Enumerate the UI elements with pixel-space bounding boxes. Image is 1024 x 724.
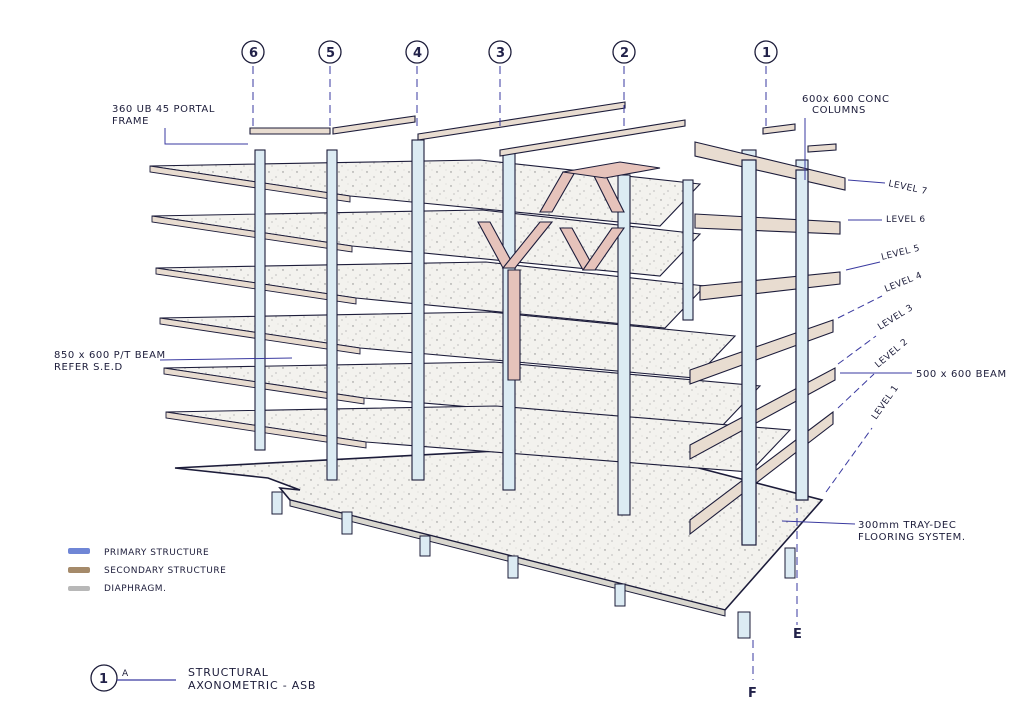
grid-number-4: 4 <box>413 46 422 61</box>
grid-bubble-5 <box>318 40 342 64</box>
level-label: LEVEL 3 <box>876 303 915 332</box>
annotation-beam-500-text: 500 x 600 BEAM <box>916 369 1007 380</box>
legend-label-secondary: SECONDARY STRUCTURE <box>104 566 226 576</box>
title-number: 1 <box>99 672 108 687</box>
grid-bubble-6 <box>241 40 265 64</box>
title-block: 1 A STRUCTURAL AXONOMETRIC - ASB <box>90 664 316 692</box>
column-grid-2 <box>617 174 631 516</box>
sub-column <box>614 583 626 607</box>
level-leader <box>837 295 883 319</box>
level-labels: LEVEL 7 LEVEL 6 LEVEL 5 LEVEL 4 LEVEL 3 LEVEL… <box>825 179 928 493</box>
annotation-portal-frame-line2: FRAME <box>112 116 149 127</box>
title-bubble <box>90 664 118 692</box>
slab-edge-beam <box>149 165 351 203</box>
level-label: LEVEL 1 <box>870 384 901 422</box>
annotation-pt-beam-line2: REFER S.E.D <box>54 362 123 373</box>
grid-bubbles: 6 5 4 3 2 1 <box>241 40 778 130</box>
annotation-portal-frame-line1: 360 UB 45 PORTAL <box>112 104 215 115</box>
sub-columns <box>271 491 796 639</box>
level-leader <box>825 427 873 493</box>
annotation-columns-line2: COLUMNS <box>812 105 866 116</box>
leader-pt-beam <box>159 357 293 361</box>
legend-swatch-primary <box>68 548 90 554</box>
annotation-columns: 600x 600 CONC COLUMNS <box>802 94 890 180</box>
portal-frame <box>249 101 837 157</box>
portal-beam <box>499 119 686 157</box>
edge-beam <box>694 213 841 235</box>
level-label: LEVEL 4 <box>883 271 924 295</box>
front-column-1 <box>741 159 757 546</box>
title-line2: AXONOMETRIC - ASB <box>188 679 316 692</box>
slab-edge-beam <box>151 215 353 253</box>
grid-number-5: 5 <box>326 46 335 61</box>
annotation-portal-frame: 360 UB 45 PORTAL FRAME <box>112 104 248 145</box>
level-leader <box>837 335 877 365</box>
grid-number-2: 2 <box>620 46 629 61</box>
bracing <box>477 161 661 381</box>
grid-bubble-3 <box>488 40 512 64</box>
annotation-tray-deck: 300mm TRAY-DEC FLOORING SYSTEM. <box>781 520 966 543</box>
column-grid-6 <box>254 149 266 451</box>
annotation-columns-line1: 600x 600 CONC <box>802 94 890 105</box>
edge-beam <box>699 271 841 301</box>
sub-column <box>784 547 796 579</box>
front-columns <box>741 159 809 546</box>
level-label: LEVEL 5 <box>880 244 921 263</box>
annotation-tray-deck-line1: 300mm TRAY-DEC <box>858 520 956 531</box>
sub-column <box>271 491 283 515</box>
grid-number-6: 6 <box>249 46 258 61</box>
level-leader <box>837 373 875 409</box>
legend: PRIMARY STRUCTURE SECONDARY STRUCTURE DI… <box>68 548 226 594</box>
portal-beam <box>249 127 331 135</box>
sub-column <box>507 555 519 579</box>
annotation-pt-beam-line1: 850 x 600 P/T BEAM <box>54 350 166 361</box>
portal-beam <box>332 115 416 135</box>
portal-beam <box>417 101 626 141</box>
sub-column <box>419 535 431 557</box>
level-label: LEVEL 7 <box>887 179 928 197</box>
column-grid-5 <box>326 149 338 481</box>
floor-slabs <box>149 159 792 473</box>
brace-top <box>562 161 661 179</box>
annotation-pt-beam: 850 x 600 P/T BEAM REFER S.E.D <box>54 350 293 373</box>
legend-label-primary: PRIMARY STRUCTURE <box>104 548 209 558</box>
portal-beam <box>762 123 796 135</box>
sub-column <box>341 511 353 535</box>
annotation-tray-deck-line2: FLOORING SYSTEM. <box>858 532 966 543</box>
legend-swatch-secondary <box>68 567 90 573</box>
level-label: LEVEL 6 <box>886 215 926 225</box>
column-inner <box>682 179 694 321</box>
sub-column <box>737 611 751 639</box>
title-letter: A <box>122 669 129 679</box>
leader-tray-deck <box>781 520 856 525</box>
leader-portal-frame <box>164 128 248 145</box>
column-grid-4 <box>411 139 425 481</box>
portal-beam <box>807 143 837 153</box>
grid-number-1: 1 <box>762 46 771 61</box>
level-leader <box>845 261 881 271</box>
grid-number-3: 3 <box>496 46 505 61</box>
grid-bubble-2 <box>612 40 636 64</box>
brace-post <box>507 269 521 381</box>
brace <box>501 221 554 269</box>
legend-swatch-diaphragm <box>68 586 90 591</box>
brace <box>581 227 626 271</box>
level-label: LEVEL 2 <box>874 337 911 370</box>
grid-bubble-1 <box>754 40 778 64</box>
level-leader <box>847 179 886 184</box>
annotation-beam-500: 500 x 600 BEAM <box>840 369 1007 380</box>
front-column-1b <box>795 169 809 501</box>
title-line1: STRUCTURAL <box>188 666 269 679</box>
grid-letter-f: F <box>748 686 757 701</box>
grid-letter-e: E <box>793 627 802 642</box>
slab-edge-beam <box>165 411 367 449</box>
grid-bubble-4 <box>405 40 429 64</box>
legend-label-diaphragm: DIAPHRAGM. <box>104 584 166 594</box>
